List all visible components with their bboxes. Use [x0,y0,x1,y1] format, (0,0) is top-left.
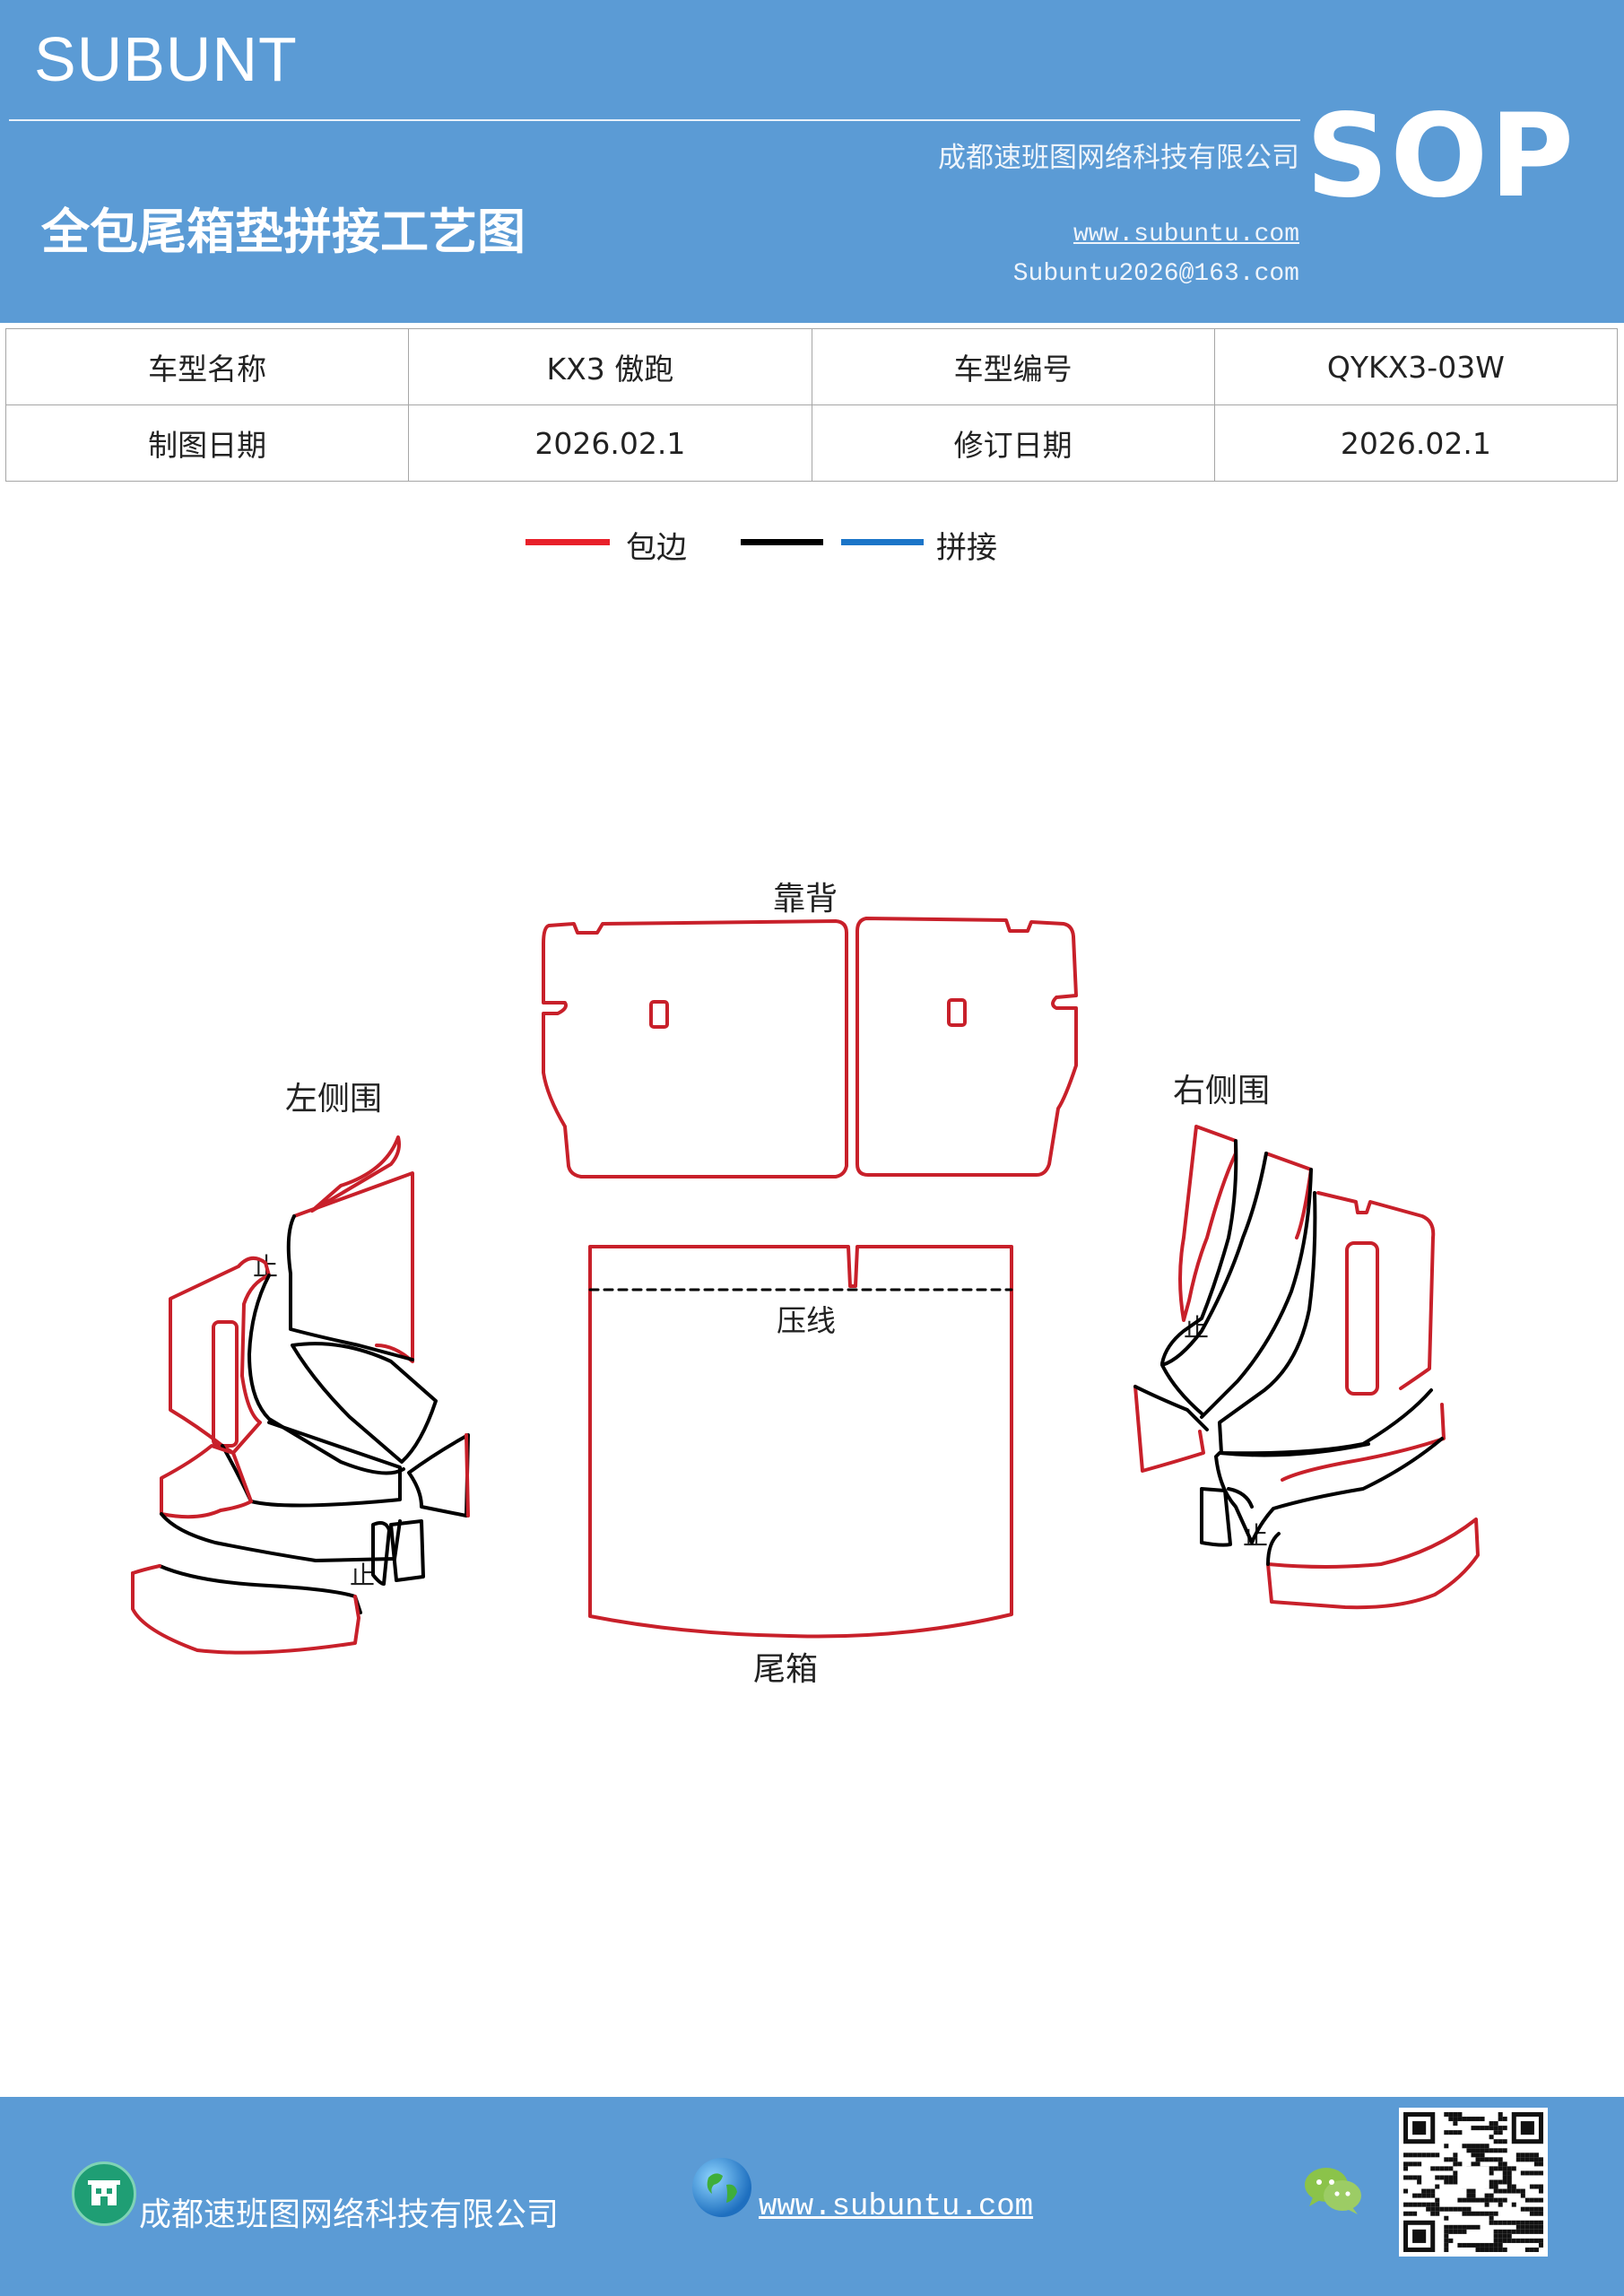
legend-red-line [525,539,610,545]
backrest-right-slot [947,998,967,1027]
right-side-pieces [1133,1125,1480,1610]
sop-badge: SOP [1306,90,1576,223]
info-table: 车型名称 KX3 傲跑 车型编号 QYKX3-03W 制图日期 2026.02.… [4,328,1619,482]
model-name-label: 车型名称 [4,328,410,405]
table-row: 制图日期 2026.02.1 修订日期 2026.02.1 [4,404,1619,482]
table-row: 车型名称 KX3 傲跑 车型编号 QYKX3-03W [4,328,1619,405]
wechat-icon [1302,2163,1365,2217]
model-code-value: QYKX3-03W [1213,328,1619,405]
company-name: 成都速班图网络科技有限公司 [938,142,1299,174]
draw-date-label: 制图日期 [4,404,410,482]
header-banner [0,0,1624,323]
legend-splice-label: 拼接 [936,530,997,566]
label-left-side: 左侧围 [285,1081,382,1118]
company-icon [72,2161,136,2226]
stop-mark: 止 [350,1561,375,1590]
footer-website-link[interactable]: www.subuntu.com [759,2190,1034,2224]
backrest-left-panel [542,919,848,1178]
footer-company-name: 成都速班图网络科技有限公司 [139,2196,560,2233]
trunk-panel [588,1245,1013,1639]
label-backrest: 靠背 [773,881,838,918]
revise-date-value: 2026.02.1 [1213,404,1619,482]
left-side-pieces [131,1135,470,1655]
model-name-value: KX3 傲跑 [408,328,812,405]
backrest-right-panel [855,917,1078,1177]
legend-black-line [741,539,823,545]
draw-date-value: 2026.02.1 [408,404,812,482]
backrest-left-slot [649,1000,669,1029]
label-right-side: 右侧围 [1173,1073,1270,1109]
trunk-mat-diagram: 靠背 左侧围 右侧围 压线 尾箱 止 止 止 止 [131,881,1480,1688]
legend: 包边 拼接 [0,520,1624,574]
legend-blue-line [841,539,924,545]
model-code-label: 车型编号 [811,328,1215,405]
label-trunk: 尾箱 [753,1651,818,1688]
document-title: 全包尾箱垫拼接工艺图 [41,203,525,260]
legend-hem-label: 包边 [626,530,687,566]
label-crease: 压线 [777,1303,836,1338]
brand-name: SUBUNT [34,24,298,94]
globe-icon [692,2158,751,2217]
email-address: Subuntu2026@163.com [1012,260,1299,288]
header-divider [9,119,1300,121]
website-link[interactable]: www.subuntu.com [1073,221,1299,248]
qr-code[interactable] [1399,2108,1548,2257]
revise-date-label: 修订日期 [811,404,1215,482]
